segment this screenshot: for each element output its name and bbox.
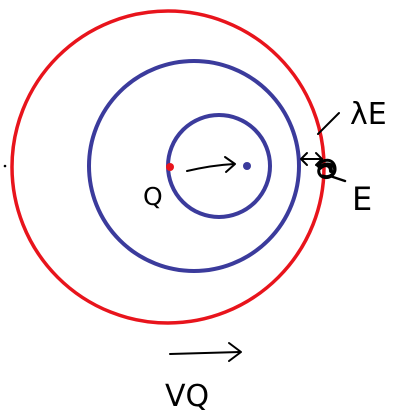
middle-blue-circle <box>87 59 301 273</box>
velocity-label: VQ <box>165 379 209 414</box>
velocity-arrow <box>169 342 242 362</box>
charge-motion-arrow <box>186 156 236 173</box>
wavelength-label: λE <box>350 97 387 132</box>
charge-label: Q <box>143 182 163 211</box>
point-label: E <box>352 180 372 218</box>
point-e-scribble <box>316 158 347 183</box>
wavelength-double-arrow <box>300 152 323 166</box>
center-point <box>243 162 251 170</box>
charge-point <box>166 163 174 171</box>
lambda-pointer-line <box>317 112 340 135</box>
stray-dot <box>3 164 7 168</box>
